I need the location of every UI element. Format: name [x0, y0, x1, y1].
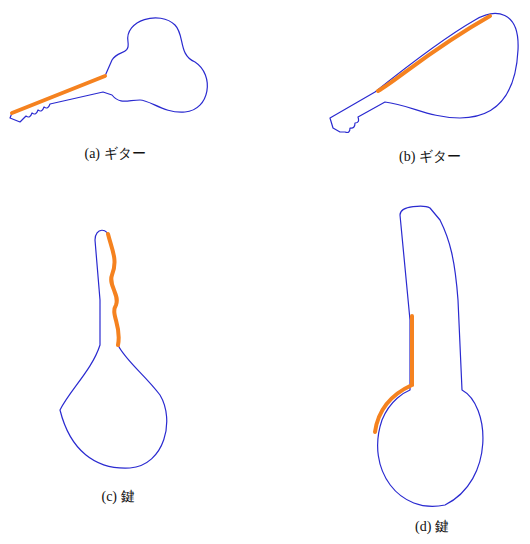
guitar-outline — [10, 18, 207, 122]
figure-caption: (c) 鍵 — [101, 488, 134, 506]
figure-caption: (a) ギター — [84, 145, 145, 163]
figure-caption: (b) ギター — [399, 148, 461, 166]
highlight-segment — [108, 234, 119, 345]
key-outline — [60, 230, 167, 468]
highlight-segment — [375, 316, 412, 432]
key-outline — [378, 206, 483, 506]
guitar-outline — [330, 14, 518, 133]
highlight-segment — [12, 76, 105, 113]
highlight-segment — [378, 16, 490, 91]
figure-caption: (d) 鍵 — [415, 518, 449, 536]
